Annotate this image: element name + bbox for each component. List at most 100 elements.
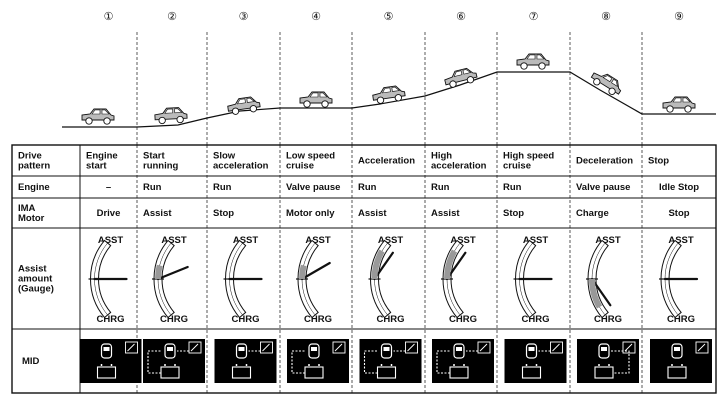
engine-cell: – — [106, 182, 111, 193]
row-label-mid: MID — [22, 356, 40, 367]
mid-engine-icon — [405, 341, 418, 354]
mid-screen — [214, 339, 277, 383]
gauge-chrg-label: CHRG — [304, 314, 332, 325]
drive-pattern-cell: start — [86, 161, 107, 172]
drive-pattern-cell: Low speed — [286, 151, 335, 162]
car-icon — [444, 67, 478, 88]
gauge-chrg-label: CHRG — [377, 314, 405, 325]
gauge-arc — [153, 239, 175, 319]
engine-cell: Run — [143, 182, 162, 193]
mid-display — [79, 339, 142, 383]
drive-pattern-cell: Stop — [648, 156, 669, 167]
row-label-drive-pattern: Drive — [18, 151, 42, 162]
mid-flow-battery-to-wheels — [147, 350, 162, 374]
mid-display — [432, 339, 494, 383]
mid-car-window — [601, 347, 607, 351]
stage-number: ② — [167, 10, 177, 23]
row-label-assist-amount: (Gauge) — [18, 284, 54, 295]
mid-car-icon — [598, 343, 610, 359]
gauge-arc — [225, 239, 247, 319]
gauge-arc — [297, 239, 319, 319]
mid-display — [359, 339, 422, 383]
mid-screen — [577, 339, 639, 383]
car-icon — [227, 96, 261, 115]
mid-screen — [359, 339, 422, 383]
drive-pattern-cell: High — [431, 151, 452, 162]
mid-battery-icon — [667, 366, 687, 379]
mid-screen — [650, 339, 712, 383]
assist-gauge: ASST CHRG — [586, 235, 622, 325]
mid-car-window — [103, 347, 110, 351]
drive-pattern-cell: cruise — [503, 161, 531, 172]
mid-engine-icon — [188, 341, 202, 354]
mid-car-icon — [525, 343, 538, 359]
mid-flow-battery-to-wheels — [436, 350, 451, 374]
mid-engine-icon — [477, 341, 491, 354]
mid-flow-wheels-to-battery — [611, 350, 630, 374]
gauge-asst-label: ASST — [378, 235, 404, 246]
car-icon — [81, 108, 115, 125]
drive-pattern-cell: acceleration — [431, 161, 487, 172]
gauge-needle — [300, 261, 331, 281]
assist-gauge: ASST CHRG — [368, 235, 405, 325]
gauge-chrg-label: CHRG — [97, 314, 125, 325]
assist-gauges: ASSTCHRGASSTCHRGASSTCHRGASSTCHRGASSTCHRG… — [88, 235, 699, 325]
gauge-arc — [515, 239, 537, 319]
stage-dividers — [136, 32, 643, 145]
gauge-chrg-label: CHRG — [594, 314, 622, 325]
mid-display — [577, 339, 639, 383]
mid-car-icon — [671, 343, 683, 359]
mid-battery-icon — [231, 366, 252, 379]
mid-car-window — [167, 347, 173, 351]
drive-pattern-cell: acceleration — [213, 161, 269, 172]
mid-display — [287, 339, 349, 383]
mid-screen — [504, 339, 567, 383]
ima-motor-cell: Charge — [576, 208, 609, 219]
stage-number: ① — [104, 10, 114, 23]
cars — [81, 53, 696, 125]
mid-screen — [432, 339, 494, 383]
mid-display — [214, 339, 277, 383]
gauge-chrg-label: CHRG — [449, 314, 477, 325]
car-icon — [372, 85, 406, 104]
mid-flow-battery-to-wheels — [363, 350, 379, 374]
gauge-fill — [299, 264, 307, 279]
gauge-chrg-label: CHRG — [667, 314, 695, 325]
mid-engine-icon — [622, 341, 636, 354]
row-label-engine: Engine — [18, 182, 50, 193]
mid-car-icon — [100, 343, 113, 359]
mid-car-window — [674, 347, 680, 351]
ima-motor-cell: Assist — [358, 208, 387, 219]
gauge-asst-label: ASST — [595, 235, 621, 246]
row-label-ima-motor: Motor — [18, 213, 45, 224]
mid-display — [143, 339, 205, 383]
row-label-assist-amount: amount — [18, 274, 53, 285]
ima-motor-cell: Stop — [668, 208, 689, 219]
mid-battery-icon — [594, 366, 614, 379]
car-icon — [590, 72, 622, 95]
mid-engine-icon — [550, 341, 563, 354]
table-text: DrivepatternEngineIMAMotorAssistamount(G… — [18, 151, 699, 368]
row-label-ima-motor: IMA — [18, 203, 36, 214]
gauge-arc — [90, 239, 112, 319]
mid-flow-battery-to-wheels — [291, 350, 306, 374]
mid-car-window — [456, 347, 462, 351]
drive-pattern-cell: Start — [143, 151, 165, 162]
engine-cell: Valve pause — [286, 182, 340, 193]
gauge-asst-label: ASST — [668, 235, 694, 246]
mid-display — [650, 339, 712, 383]
stage-number: ⑥ — [456, 10, 466, 23]
gauge-asst-label: ASST — [98, 235, 124, 246]
gauge-chrg-label: CHRG — [522, 314, 550, 325]
mid-car-icon — [164, 343, 176, 359]
mid-car-window — [383, 347, 390, 351]
terrain-profile — [62, 71, 716, 128]
mid-car-icon — [308, 343, 320, 359]
drive-pattern-cell: cruise — [286, 161, 314, 172]
row-label-assist-amount: Assist — [18, 264, 47, 275]
mid-battery-icon — [521, 366, 542, 379]
engine-cell: Run — [503, 182, 522, 193]
